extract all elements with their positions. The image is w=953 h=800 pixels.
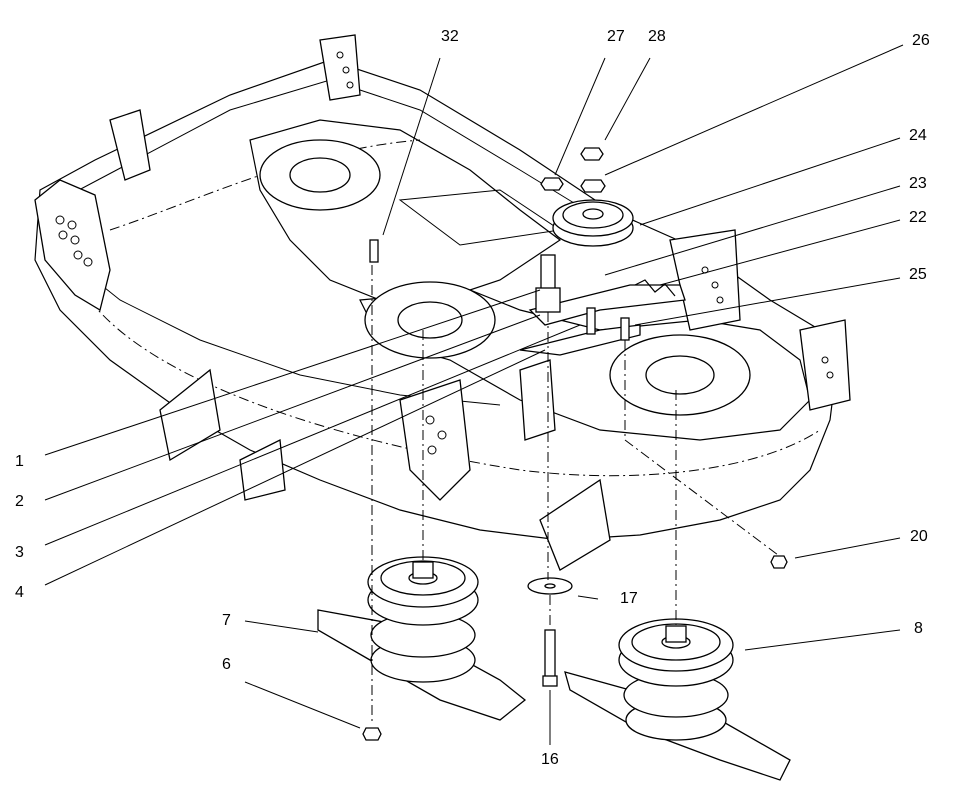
callout-7: 7	[222, 612, 231, 629]
front-baffles	[159, 359, 611, 571]
callout-26: 26	[912, 32, 930, 49]
callout-6: 6	[222, 656, 231, 673]
callout-17: 17	[620, 590, 638, 607]
fasteners	[362, 239, 788, 741]
deck-spindle-plate-left	[259, 139, 751, 416]
left-spindle-assembly	[317, 556, 527, 721]
callout-16: 16	[541, 751, 559, 768]
left-baffle	[34, 34, 361, 312]
callout-2: 2	[15, 493, 24, 510]
callout-22: 22	[909, 209, 927, 226]
right-spindle-assembly	[564, 618, 791, 781]
callout-28: 28	[648, 28, 666, 45]
callout-25: 25	[909, 266, 927, 283]
callout-23: 23	[909, 175, 927, 192]
callout-3: 3	[15, 544, 24, 561]
callout-4: 4	[15, 584, 24, 601]
idler-pulley	[540, 147, 634, 247]
right-baffle	[669, 229, 851, 411]
idler-arm	[519, 254, 686, 356]
callout-32: 32	[441, 28, 459, 45]
washer-and-bolt	[527, 577, 573, 687]
callout-24: 24	[909, 127, 927, 144]
callout-8: 8	[914, 620, 923, 637]
callout-20: 20	[910, 528, 928, 545]
callout-1: 1	[15, 453, 24, 470]
leader-lines	[44, 44, 904, 745]
assembly-centerlines	[371, 265, 779, 725]
callout-27: 27	[607, 28, 625, 45]
